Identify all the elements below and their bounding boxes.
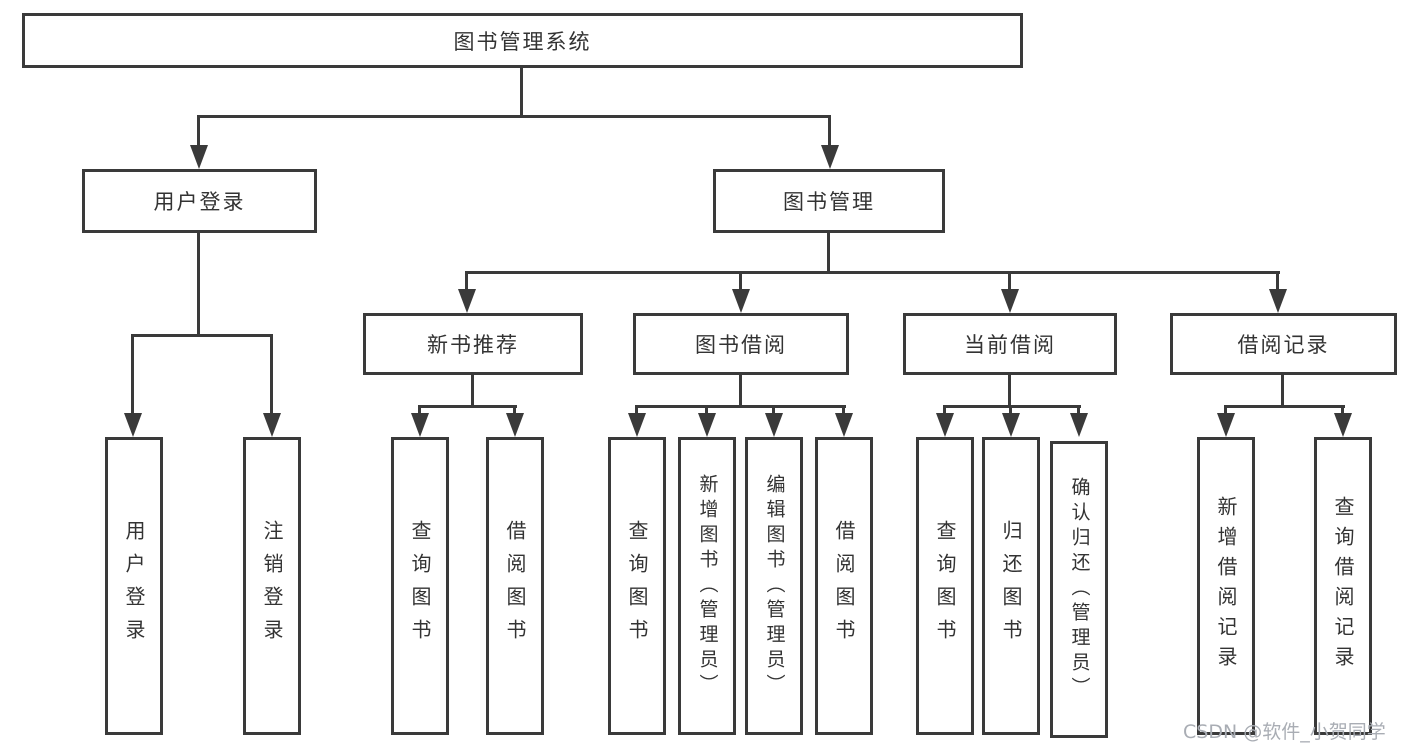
connector-line [828, 115, 831, 147]
arrow-down-icon [821, 145, 839, 169]
csdn-watermark: CSDN @软件_小贺同学 [1183, 721, 1386, 743]
connector-line [1224, 405, 1227, 416]
connector-line [1008, 374, 1011, 408]
arrow-down-icon [1001, 289, 1019, 313]
connector-line [1276, 271, 1279, 292]
connector-line [1009, 405, 1012, 416]
connector-line [739, 374, 742, 408]
leaf-label: 确认归还（管理员） [1068, 477, 1091, 702]
leaf-edit-books-admin: 编辑图书（管理员） [745, 437, 803, 735]
connector-line [635, 405, 638, 416]
arrow-down-icon [124, 413, 142, 437]
node-label: 用户登录 [153, 190, 246, 214]
arrow-down-icon [835, 413, 853, 437]
leaf-label: 查询图书 [408, 520, 432, 652]
arrow-down-icon [458, 289, 476, 313]
arrow-down-icon [1334, 413, 1352, 437]
connector-line [418, 405, 517, 408]
leaf-add-books-admin: 新增图书（管理员） [678, 437, 736, 735]
arrow-down-icon [1002, 413, 1020, 437]
connector-line [418, 405, 421, 416]
connector-line [131, 334, 134, 415]
leaf-logout: 注销登录 [243, 437, 301, 735]
connector-line [270, 334, 273, 415]
arrow-down-icon [506, 413, 524, 437]
node-label: 图书借阅 [695, 333, 787, 357]
node-current-borrow: 当前借阅 [903, 313, 1117, 375]
connector-line [739, 271, 742, 292]
node-user-login: 用户登录 [82, 169, 317, 233]
node-book-borrow: 图书借阅 [633, 313, 849, 375]
leaf-query-books-current: 查询图书 [916, 437, 974, 735]
connector-line [1281, 375, 1284, 408]
leaf-add-borrow-record: 新增借阅记录 [1197, 437, 1255, 735]
arrow-down-icon [263, 413, 281, 437]
arrow-down-icon [698, 413, 716, 437]
leaf-borrow-books: 借阅图书 [815, 437, 873, 735]
node-book-management: 图书管理 [713, 169, 945, 233]
arrow-down-icon [411, 413, 429, 437]
connector-line [520, 68, 523, 117]
node-label: 借阅记录 [1237, 333, 1330, 357]
leaf-query-books-recommend: 查询图书 [391, 437, 449, 735]
leaf-borrow-books-recommend: 借阅图书 [486, 437, 544, 735]
connector-line [197, 233, 200, 337]
connector-line [197, 115, 831, 118]
leaf-label: 注销登录 [260, 520, 284, 652]
arrow-down-icon [628, 413, 646, 437]
node-label: 图书管理 [783, 190, 875, 214]
connector-line [465, 271, 468, 292]
connector-line [842, 405, 845, 416]
connector-line [1008, 271, 1011, 292]
leaf-confirm-return-admin: 确认归还（管理员） [1050, 441, 1108, 738]
connector-line [705, 405, 708, 416]
connector-line [827, 233, 830, 274]
node-root-library-system: 图书管理系统 [22, 13, 1023, 68]
leaf-label: 查询图书 [625, 520, 649, 652]
arrow-down-icon [1217, 413, 1235, 437]
node-borrow-records: 借阅记录 [1170, 313, 1397, 375]
arrow-down-icon [765, 413, 783, 437]
leaf-user-login: 用户登录 [105, 437, 163, 735]
connector-line [197, 115, 200, 147]
arrow-down-icon [732, 289, 750, 313]
leaf-label: 新增借阅记录 [1214, 496, 1238, 676]
connector-line [465, 271, 1280, 274]
leaf-label: 查询借阅记录 [1331, 496, 1355, 676]
leaf-label: 归还图书 [999, 520, 1023, 652]
connector-line [1341, 405, 1344, 416]
leaf-label: 新增图书（管理员） [696, 473, 719, 699]
leaf-label: 用户登录 [122, 520, 146, 652]
arrow-down-icon [936, 413, 954, 437]
leaf-return-books: 归还图书 [982, 437, 1040, 735]
leaf-label: 借阅图书 [503, 520, 527, 652]
arrow-down-icon [1070, 413, 1088, 437]
leaf-label: 借阅图书 [832, 520, 856, 652]
leaf-query-borrow-record: 查询借阅记录 [1314, 437, 1372, 735]
connector-line [1224, 405, 1345, 408]
connector-line [513, 405, 516, 416]
connector-line [131, 334, 273, 337]
node-label: 当前借阅 [964, 333, 1056, 357]
connector-line [635, 405, 846, 408]
leaf-label: 查询图书 [933, 520, 957, 652]
connector-line [471, 375, 474, 408]
connector-line [943, 405, 946, 416]
connector-line [772, 405, 775, 416]
connector-line [1077, 405, 1080, 416]
arrow-down-icon [1269, 289, 1287, 313]
node-label: 新书推荐 [427, 333, 519, 357]
node-label: 图书管理系统 [453, 29, 592, 54]
leaf-query-books-borrow: 查询图书 [608, 437, 666, 735]
arrow-down-icon [190, 145, 208, 169]
node-new-book-recommend: 新书推荐 [363, 313, 583, 375]
connector-line [943, 405, 1081, 408]
leaf-label: 编辑图书（管理员） [763, 473, 786, 699]
